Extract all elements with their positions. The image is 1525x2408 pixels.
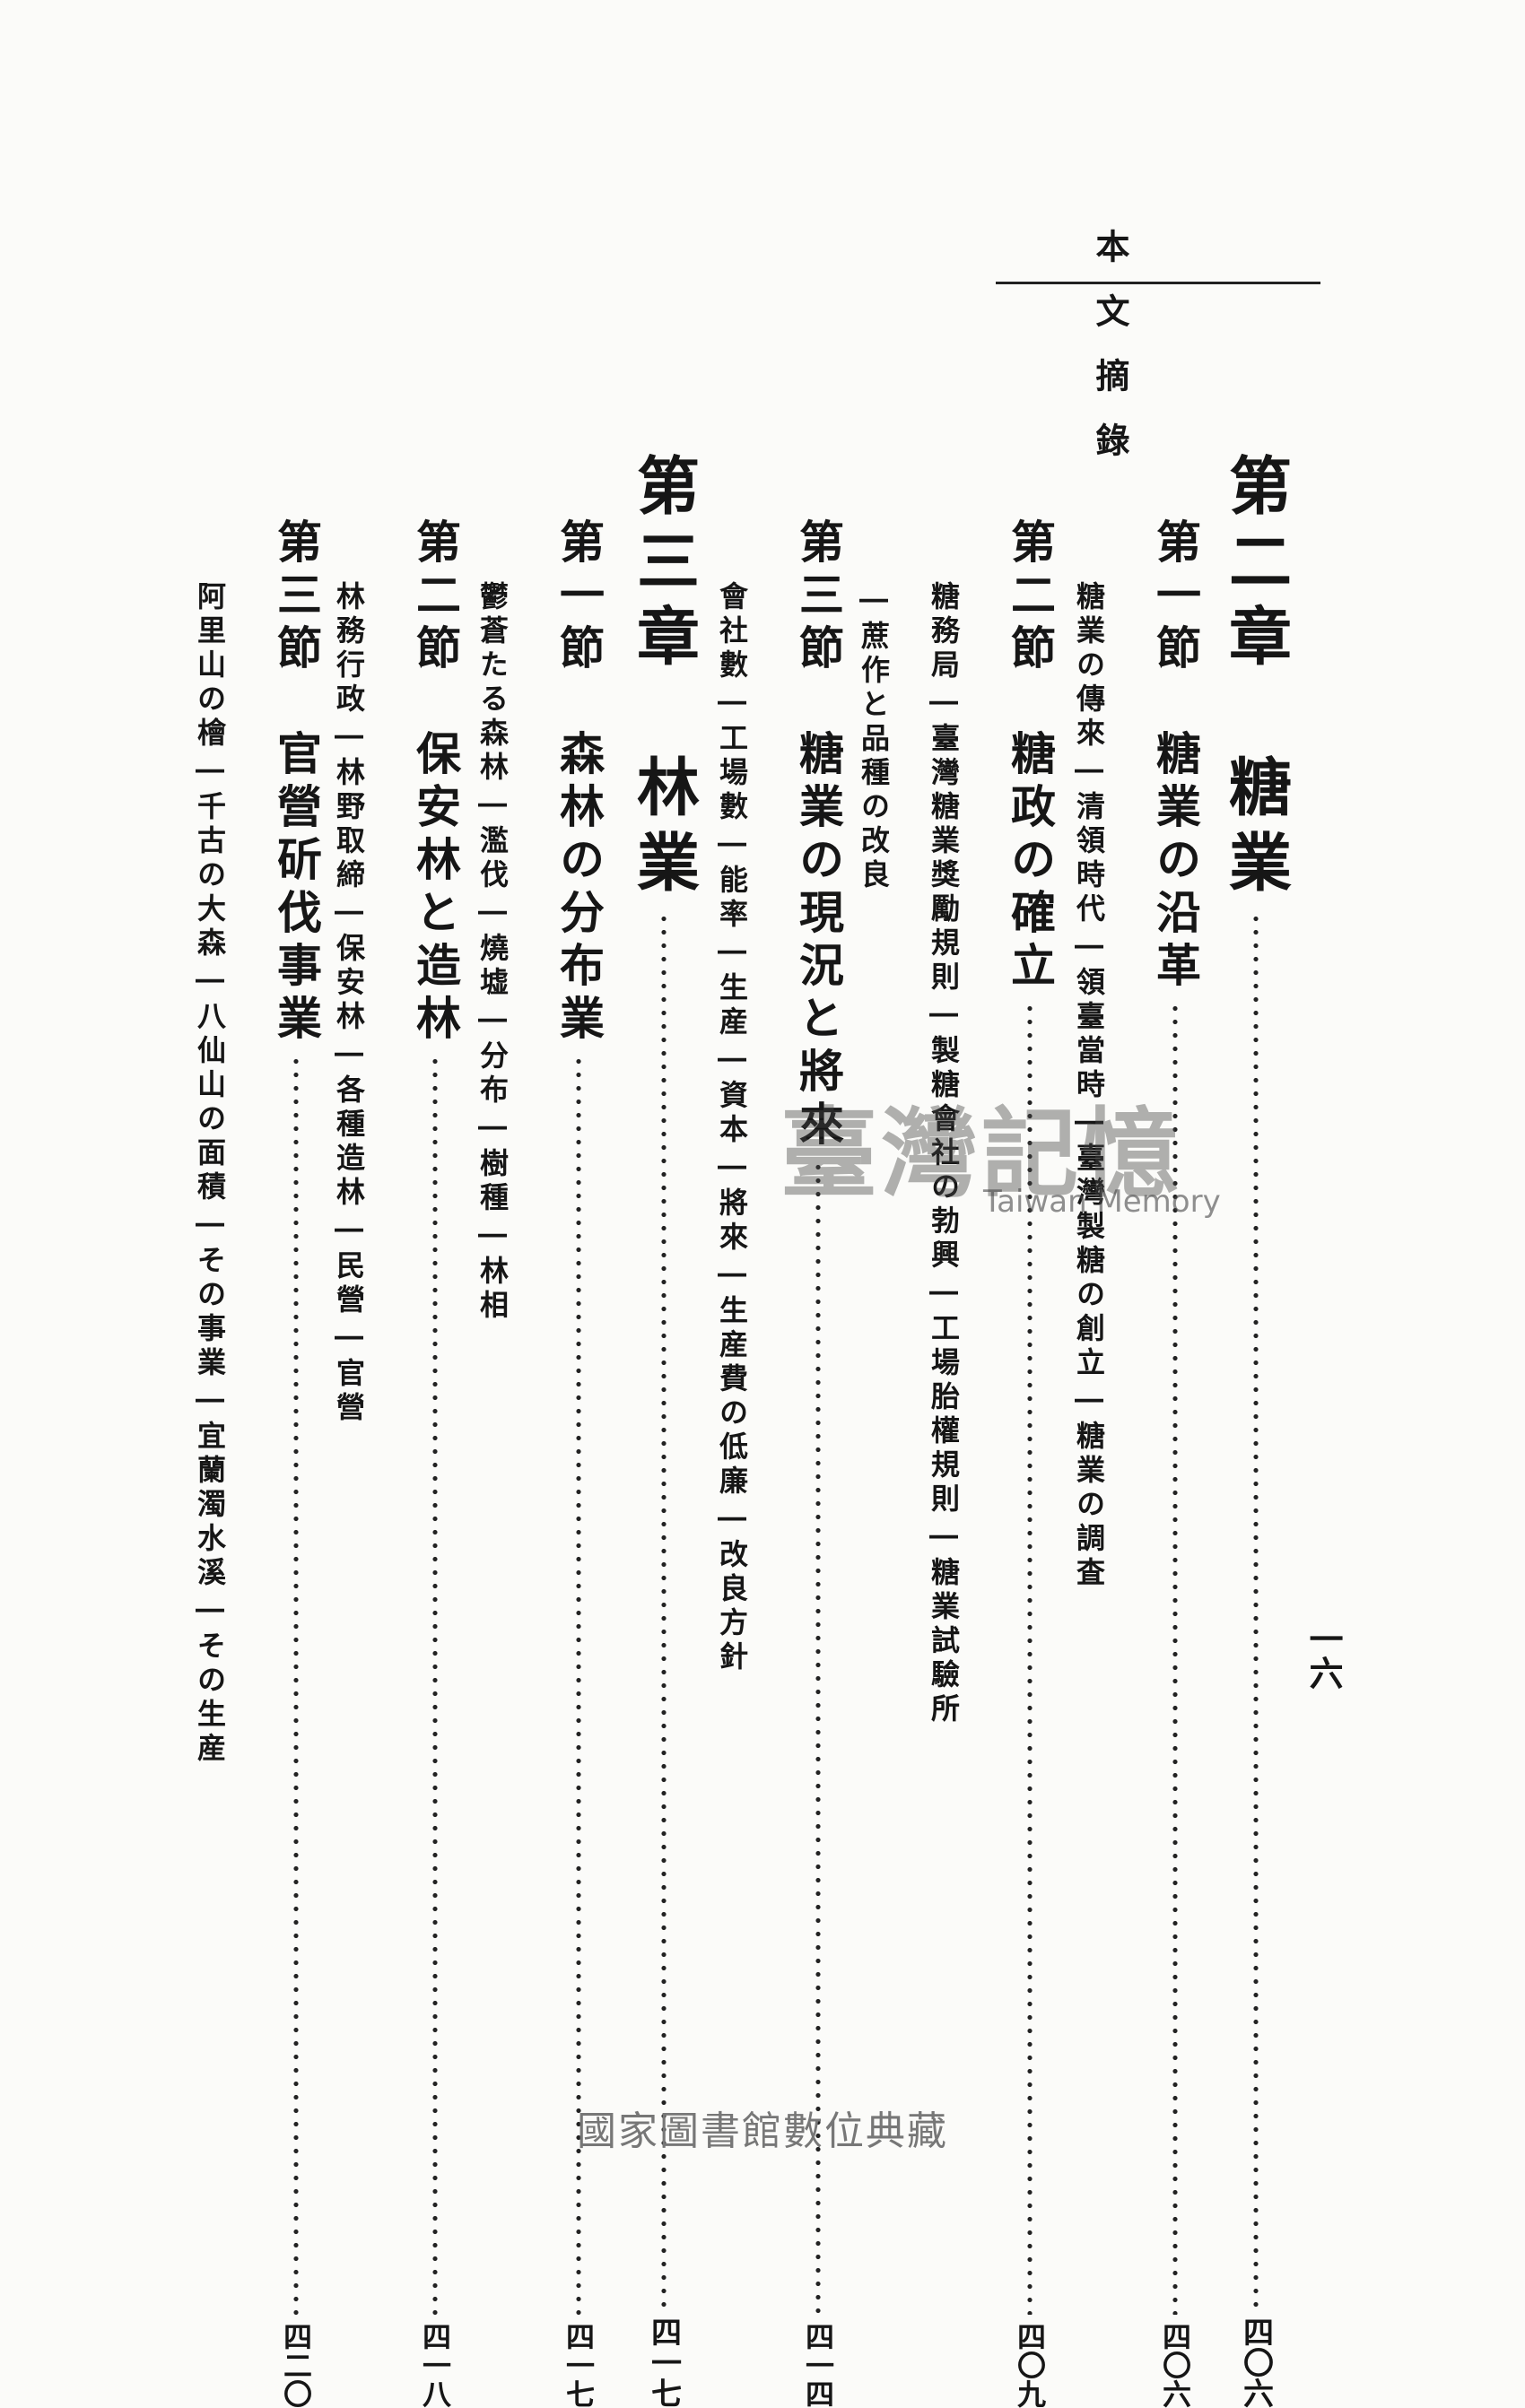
toc-section-2-3-title: 第三節 糖業の現況と將來 [792, 518, 845, 1153]
toc-section-2-1-desc: 糖業の傳來―清領時代―領臺當時―臺灣製糖の創立―糖業の調査 [1072, 581, 1106, 1591]
toc-section-3-3-desc: 阿里山の檜―千古の大森―八仙山の面積―その事業―宜蘭濁水溪―その生産 [193, 581, 227, 1767]
leader-dots [815, 1161, 821, 2315]
toc-section-3-1: 第一節 森林の分布業 四一七 [543, 518, 614, 2408]
toc-section-2-2-desc: 糖務局―臺灣糖業獎勵規則―製糖會社の勃興―工場胎權規則―糖業試驗所 [927, 581, 961, 1727]
toc-section-3-1-desc: 鬱蒼たる森林―濫伐―燒墟―分布―樹種―林相 [475, 581, 510, 1324]
toc-section-3-2-page: 四一八 [418, 2322, 452, 2408]
toc-section-2-2-desc-cont: ―蔗作と品種の改良 [857, 581, 891, 893]
leader-dots [1172, 1002, 1178, 2315]
toc-section-3-3-page: 四二〇 [279, 2322, 313, 2408]
leader-dots [432, 1055, 438, 2315]
running-header: 本文摘錄 [1090, 229, 1130, 487]
toc-section-2-1-page: 四〇六 [1158, 2322, 1192, 2408]
leader-dots [576, 1055, 581, 2315]
header-rule [996, 282, 1320, 284]
toc-section-2-3-page: 四一四 [801, 2322, 835, 2408]
leader-dots [293, 1055, 299, 2315]
toc-section-2-2-title: 第二節 糖政の確立 [1004, 518, 1057, 995]
toc-chapter-2-title: 第二章 糖業 [1218, 453, 1294, 905]
page-number: 一六 [1303, 1621, 1344, 1690]
watermark-logo: 臺灣記憶 [780, 1098, 1183, 1211]
toc-section-2-2-page: 四〇九 [1013, 2322, 1047, 2408]
toc-section-3-2: 第二節 保安林と造林 四一八 [399, 518, 471, 2408]
toc-section-2-3-desc: 會社數―工場數―能率―生産―資本―將來―生産費の低廉―改良方針 [715, 581, 749, 1675]
toc-chapter-2-page: 四〇六 [1237, 2317, 1274, 2408]
toc-section-2-1-title: 第一節 糖業の沿革 [1149, 518, 1202, 995]
leader-dots [1027, 1002, 1033, 2315]
watermark-english: Taiwan Memory [983, 1184, 1221, 1220]
toc-section-3-1-title: 第一節 森林の分布業 [553, 518, 606, 1048]
leader-dots [661, 912, 667, 2309]
toc-section-3-2-desc: 林務行政―林野取締―保安林―各種造林―民營―官營 [332, 581, 366, 1426]
toc-chapter-3-title: 第三章 林業 [626, 453, 702, 905]
toc-section-3-1-page: 四一七 [562, 2322, 596, 2408]
toc-chapter-3-page: 四一七 [645, 2317, 682, 2408]
leader-dots [1253, 912, 1259, 2309]
toc-section-3-2-title: 第二節 保安林と造林 [409, 518, 462, 1048]
toc-section-3-3-title: 第三節 官營斫伐事業 [270, 518, 323, 1048]
footer-credit: 國家圖書館數位典藏 [577, 2108, 948, 2154]
